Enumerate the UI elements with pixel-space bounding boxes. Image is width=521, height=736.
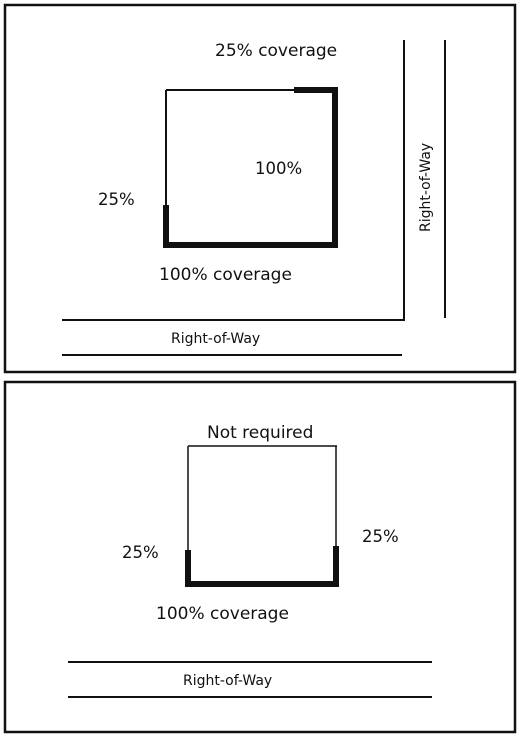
bottom-panel: Not required 25% 25% 100% coverage Right… [3,380,517,734]
bottom-right-edge-label: 25% [362,527,399,546]
top-row-bottom: Right-of-Way [62,40,405,356]
bottom-panel-frame [3,380,517,734]
bottom-edge-label: 100% coverage [159,265,292,285]
top-panel: 25% coverage 100% 25% 100% coverage Righ… [3,3,517,374]
bottom-building [185,445,339,587]
bottom-row: Right-of-Way [68,661,432,698]
bottom-row-label: Right-of-Way [183,673,272,689]
top-row-right: Right-of-Way [418,40,446,318]
top-edge-label: 25% coverage [215,41,337,61]
top-row-bottom-label: Right-of-Way [171,331,260,347]
top-row-right-label: Right-of-Way [418,143,434,232]
bottom-top-edge-label: Not required [207,423,313,443]
top-building [163,87,338,248]
bottom-bottom-edge-label: 100% coverage [156,604,289,624]
right-edge-label: 100% [255,159,302,178]
top-panel-frame [3,3,517,374]
left-edge-label: 25% [98,190,135,209]
bottom-left-edge-label: 25% [122,543,159,562]
